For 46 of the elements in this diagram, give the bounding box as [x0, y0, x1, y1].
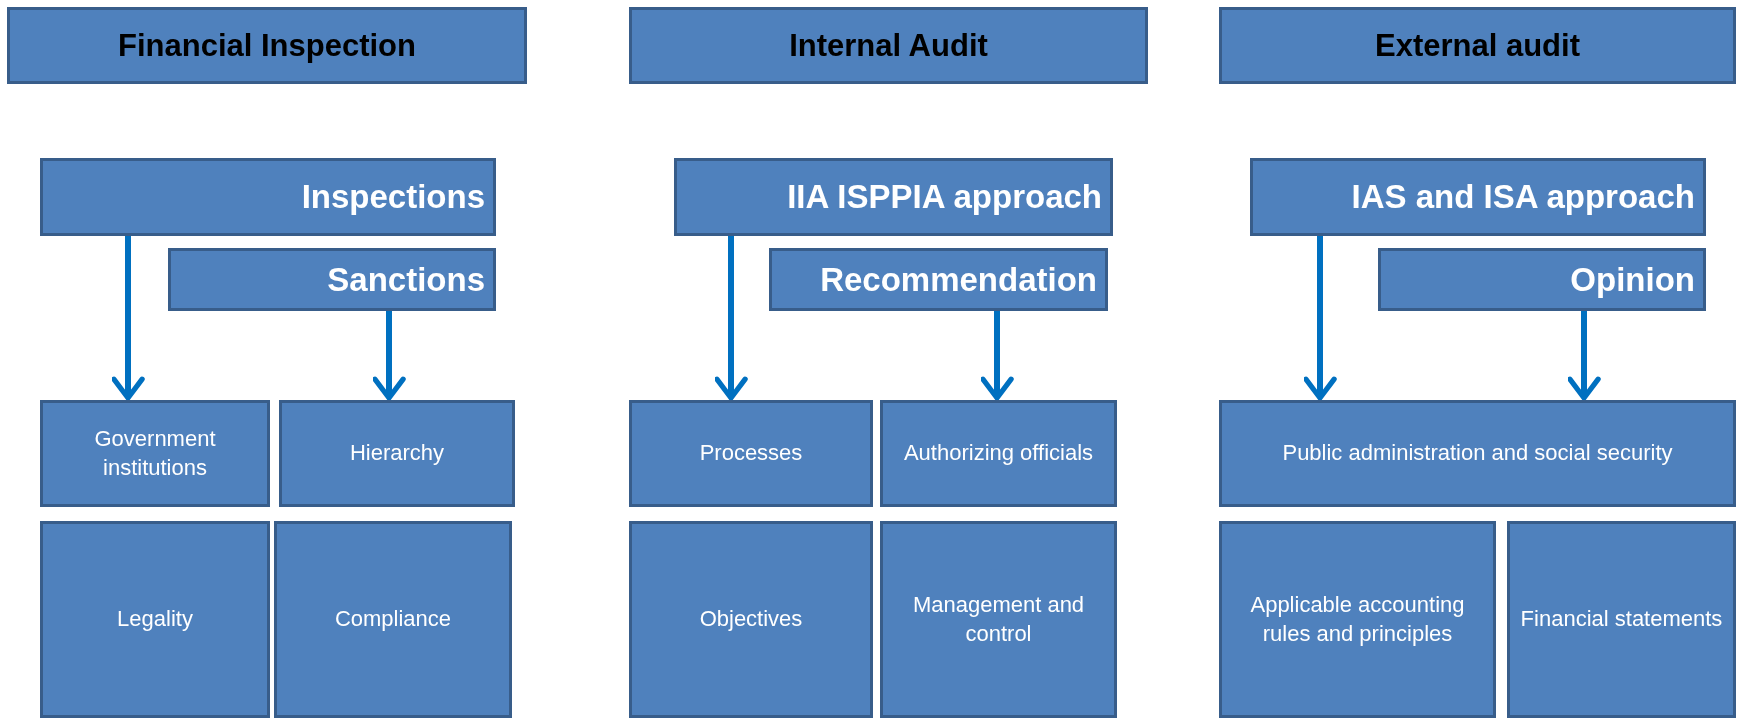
box-label: Recommendation: [820, 260, 1097, 299]
title-box: [1378, 248, 1706, 311]
category-box: [40, 521, 270, 718]
box-label: Internal Audit: [788, 27, 989, 64]
title-box: [769, 248, 1108, 311]
title-box: [168, 248, 496, 311]
box-label: Public administration and social security: [1282, 439, 1673, 468]
category-box: [1507, 521, 1736, 718]
category-box: [274, 521, 512, 718]
box-label: Financial statements: [1520, 605, 1723, 634]
box-label: Legality: [117, 605, 193, 634]
arrow: [372, 311, 406, 401]
box-label: Processes: [699, 439, 803, 468]
category-box: [629, 400, 873, 507]
header-box: [1219, 7, 1736, 84]
category-box: [629, 521, 873, 718]
box-label: IAS and ISA approach: [1351, 178, 1695, 216]
header-box: [629, 7, 1148, 84]
box-label: Management and control: [911, 590, 1086, 648]
title-box: [1250, 158, 1706, 236]
category-box: [1219, 521, 1496, 718]
category-box: [40, 400, 270, 507]
box-label: Objectives: [699, 605, 803, 634]
box-label: Applicable accounting rules and principles: [1249, 590, 1466, 648]
category-box: [880, 521, 1117, 718]
header-box: [7, 7, 527, 84]
box-label: Sanctions: [327, 260, 485, 299]
arrow: [1567, 311, 1601, 401]
box-label: Opinion: [1570, 260, 1695, 299]
box-label: Compliance: [334, 605, 452, 634]
box-label: External audit: [1374, 27, 1581, 64]
arrow: [111, 236, 145, 401]
box-label: Authorizing officials: [903, 439, 1094, 468]
box-label: Hierarchy: [349, 439, 445, 468]
category-box: [279, 400, 515, 507]
arrow: [714, 236, 748, 401]
box-label: IIA ISPPIA approach: [787, 178, 1102, 216]
title-box: [40, 158, 496, 236]
box-label: Inspections: [301, 178, 485, 216]
arrow: [980, 311, 1014, 401]
category-box: [1219, 400, 1736, 507]
arrow: [1303, 236, 1337, 401]
category-box: [880, 400, 1117, 507]
box-label: Financial Inspection: [117, 27, 417, 64]
title-box: [674, 158, 1113, 236]
box-label: Government institutions: [93, 424, 217, 482]
